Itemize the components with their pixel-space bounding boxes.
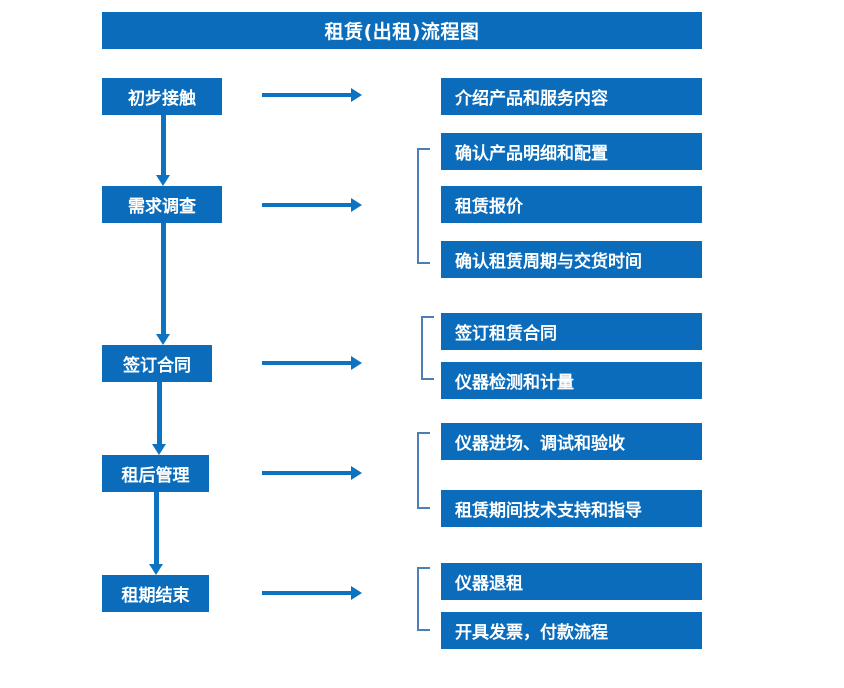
vertical-arrow-2: [156, 223, 170, 345]
stage-box-post-rental-management[interactable]: 租后管理: [102, 455, 209, 492]
horizontal-arrow-2: [262, 198, 362, 212]
stage-box-initial-contact[interactable]: 初步接触: [102, 78, 222, 115]
bracket-post-rental-management: [417, 432, 430, 509]
detail-box-confirm-product-details-config[interactable]: 确认产品明细和配置: [441, 133, 702, 170]
diagram-title: 租赁(出租)流程图: [102, 12, 702, 49]
stage-box-lease-end[interactable]: 租期结束: [102, 575, 209, 612]
detail-box-sign-rental-contract[interactable]: 签订租赁合同: [441, 313, 702, 350]
detail-box-instrument-entry-debug-acceptance[interactable]: 仪器进场、调试和验收: [441, 423, 702, 460]
horizontal-arrow-1: [262, 88, 362, 102]
bracket-lease-end: [417, 567, 430, 631]
vertical-arrow-3: [152, 382, 166, 455]
horizontal-arrow-3: [262, 356, 362, 370]
horizontal-arrow-4: [262, 466, 362, 480]
stage-box-demand-survey[interactable]: 需求调查: [102, 186, 222, 223]
detail-box-introduce-products-services[interactable]: 介绍产品和服务内容: [441, 78, 702, 115]
detail-box-instrument-return[interactable]: 仪器退租: [441, 563, 702, 600]
detail-box-confirm-rental-period-delivery[interactable]: 确认租赁周期与交货时间: [441, 241, 702, 278]
vertical-arrow-1: [156, 115, 170, 186]
horizontal-arrow-5: [262, 586, 362, 600]
detail-box-invoice-payment-process[interactable]: 开具发票，付款流程: [441, 612, 702, 649]
bracket-demand-survey: [417, 148, 430, 264]
detail-box-rental-quotation[interactable]: 租赁报价: [441, 186, 702, 223]
vertical-arrow-4: [149, 492, 163, 575]
detail-box-instrument-inspection-metering[interactable]: 仪器检测和计量: [441, 362, 702, 399]
stage-box-sign-contract[interactable]: 签订合同: [102, 345, 212, 382]
bracket-sign-contract: [421, 316, 434, 380]
detail-box-technical-support-during-rental[interactable]: 租赁期间技术支持和指导: [441, 490, 702, 527]
